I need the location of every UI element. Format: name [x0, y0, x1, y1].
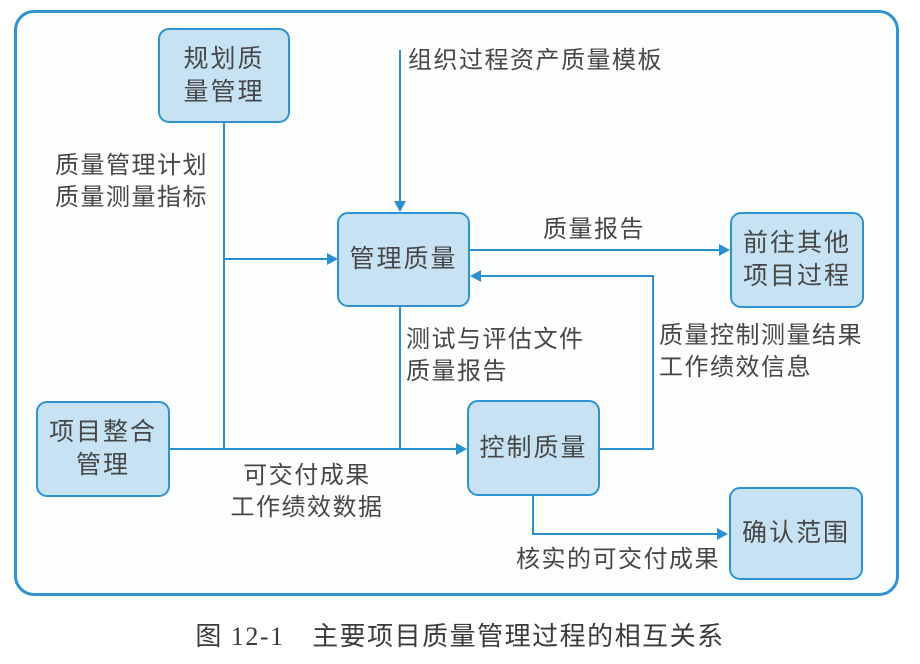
edge-manage-to-control: [399, 307, 401, 449]
arrowhead-into-validate-icon: [717, 528, 728, 540]
figure-caption: 图 12-1 主要项目质量管理过程的相互关系: [195, 622, 725, 651]
edge-manage-to-other: [470, 249, 720, 251]
label-quality-plan-metrics: 质量管理计划 质量测量指标: [55, 153, 208, 211]
label-deliverables-wpd: 可交付成果 工作绩效数据: [230, 463, 384, 521]
arrowhead-into-control-icon: [456, 443, 467, 455]
edge-control-down: [532, 495, 534, 535]
label-verified-deliverables: 核实的可交付成果: [516, 547, 720, 573]
node-project-integration: 项目整合 管理: [36, 401, 170, 497]
label-quality-report: 质量报告: [543, 217, 645, 243]
node-control-quality: 控制质量: [467, 400, 600, 496]
edge-control-loop-top: [477, 275, 653, 277]
arrowhead-into-manage-right-icon: [470, 270, 481, 282]
node-manage-quality: 管理质量: [337, 212, 470, 307]
edge-opa-to-manage: [399, 50, 401, 203]
arrowhead-into-manage-left-icon: [327, 253, 338, 265]
node-to-other-processes: 前往其他 项目过程: [730, 212, 864, 308]
edge-control-to-validate: [532, 533, 718, 535]
arrowhead-into-other-icon: [719, 244, 730, 256]
label-qc-measurements-wpi: 质量控制测量结果 工作绩效信息: [659, 323, 863, 381]
edge-integration-to-control: [169, 448, 458, 450]
node-validate-scope: 确认范围: [729, 487, 863, 580]
arrowhead-into-manage-top-icon: [394, 201, 406, 212]
edge-control-loop-vertical: [652, 275, 654, 450]
node-plan-quality: 规划质 量管理: [158, 28, 290, 123]
label-opa-quality-templates: 组织过程资产质量模板: [408, 48, 663, 74]
edge-control-loop-bottom: [600, 448, 653, 450]
edge-plan-to-manage: [224, 258, 328, 260]
label-test-eval-docs: 测试与评估文件 质量报告: [406, 327, 585, 385]
edge-plan-quality-trunk: [223, 123, 225, 450]
